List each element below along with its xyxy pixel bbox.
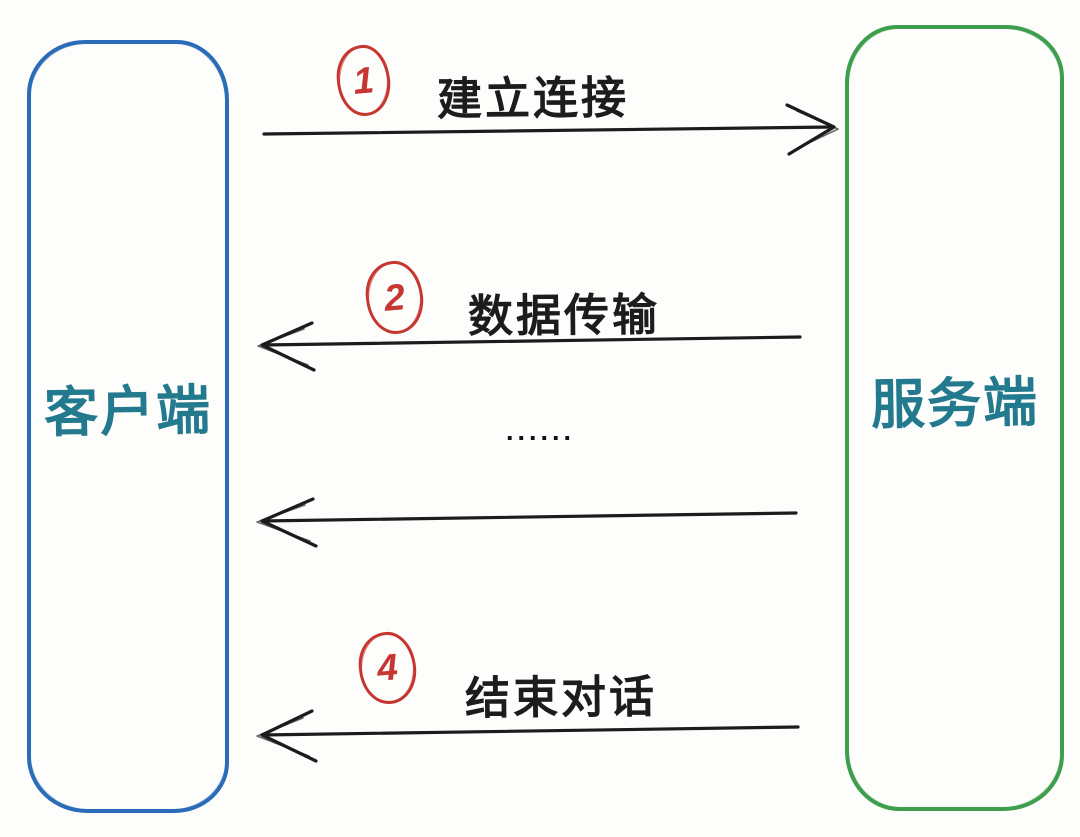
server-node: 服务端 <box>845 25 1064 811</box>
step-1-number-badge: 1 <box>334 42 393 119</box>
ellipsis-text: ...... <box>506 416 576 446</box>
step-1-text: 建立连接 <box>436 72 630 125</box>
step-2-text: 数据传输 <box>467 289 661 342</box>
client-node: 客户端 <box>27 40 229 813</box>
arrow-step-3-left <box>256 497 798 548</box>
step-4-text: 结束对话 <box>464 671 658 724</box>
client-label: 客户端 <box>43 380 213 444</box>
step-2-number-badge: 2 <box>362 258 427 337</box>
step-4-number-badge: 4 <box>355 629 420 707</box>
server-label: 服务端 <box>870 372 1040 435</box>
